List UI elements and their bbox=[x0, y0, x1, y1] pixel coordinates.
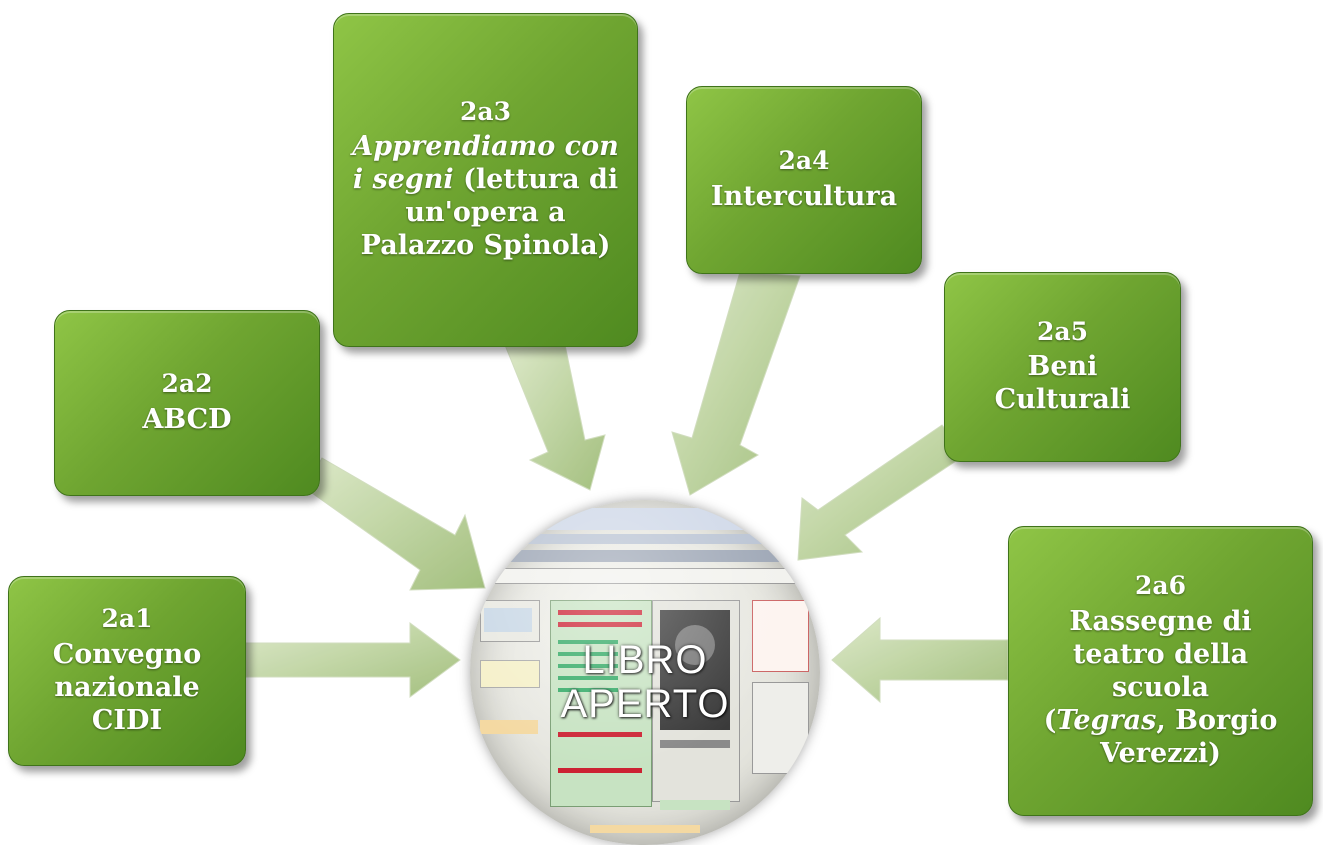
website-thumbnail bbox=[470, 500, 820, 845]
arrow-2a3 bbox=[504, 344, 606, 491]
node-label-rest: , Borgio Verezzi) bbox=[1100, 704, 1278, 769]
node-code: 2a6 bbox=[1135, 571, 1186, 601]
node-code: 2a3 bbox=[460, 96, 511, 126]
node-2a5: 2a5 Beni Culturali bbox=[944, 272, 1181, 462]
hub-label: LIBRO APERTO bbox=[470, 638, 820, 726]
node-label-italic: Apprendiamo con i segni bbox=[352, 131, 619, 196]
node-label: Intercultura bbox=[710, 180, 898, 212]
node-code: 2a2 bbox=[161, 369, 213, 399]
arrow-2a5 bbox=[797, 424, 966, 561]
node-label: Apprendiamo con i segni (lettura di un'o… bbox=[350, 131, 621, 263]
node-label: Beni Culturali bbox=[994, 351, 1131, 416]
arrow-2a1 bbox=[245, 622, 461, 698]
hub-label-line: LIBRO bbox=[582, 638, 708, 682]
node-label-line: Convegno bbox=[52, 638, 202, 670]
node-code: 2a4 bbox=[778, 146, 830, 176]
arrow-2a2 bbox=[304, 457, 486, 591]
hub-libro-aperto: LIBRO APERTO bbox=[470, 500, 820, 845]
node-code: 2a5 bbox=[1037, 316, 1088, 346]
node-2a3: 2a3 Apprendiamo con i segni (lettura di … bbox=[333, 13, 638, 347]
arrow-2a6 bbox=[831, 616, 1009, 704]
node-2a1: 2a1 Convegno nazionale CIDI bbox=[8, 576, 246, 766]
node-label-italic: Tegras bbox=[1056, 704, 1157, 736]
node-2a4: 2a4 Intercultura bbox=[686, 86, 922, 274]
arrow-2a4 bbox=[671, 271, 801, 496]
node-label-line: nazionale bbox=[54, 671, 200, 703]
node-code: 2a1 bbox=[101, 604, 153, 634]
node-label-open: ( bbox=[1043, 704, 1057, 736]
node-label-line: CIDI bbox=[91, 704, 163, 736]
node-label-rest: (lettura di un'opera a Palazzo Spinola) bbox=[360, 164, 619, 262]
node-label: ABCD bbox=[142, 403, 232, 435]
node-label: Rassegne di teatro della scuola bbox=[1069, 605, 1252, 703]
node-2a2: 2a2 ABCD bbox=[54, 310, 320, 496]
node-label-line: (Tegras, Borgio Verezzi) bbox=[1025, 705, 1296, 771]
hub-label-line: APERTO bbox=[560, 682, 730, 726]
node-2a6: 2a6 Rassegne di teatro della scuola (Teg… bbox=[1008, 526, 1313, 816]
